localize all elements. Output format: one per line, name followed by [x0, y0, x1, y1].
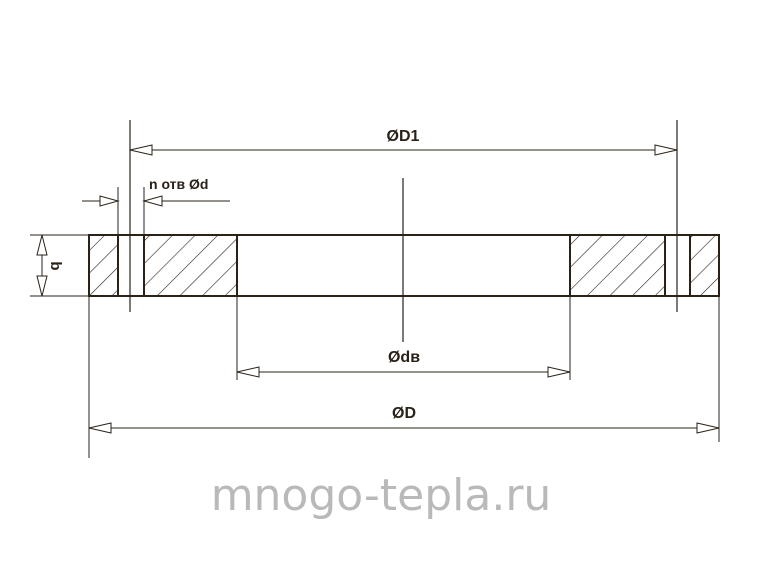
dim-dv-arrow-right	[547, 366, 571, 378]
dim-d1-arrow-right	[654, 144, 678, 156]
dim-d-arrow-right	[696, 422, 720, 434]
center-lines	[129, 120, 678, 342]
label-d1: ØD1	[387, 128, 420, 145]
label-dv: Ødв	[388, 349, 420, 366]
watermark-text: mnogo-tepla.ru	[211, 470, 552, 521]
outer-right-hatched-section	[689, 234, 720, 297]
extension-lines	[30, 187, 720, 458]
dimension-labels: ØD1 n отв Ød b Ødв ØD	[47, 128, 420, 422]
dim-holes-arrow-right	[142, 195, 163, 207]
dimension-lines	[36, 144, 720, 434]
dim-dv-arrow-left	[236, 366, 260, 378]
label-d: ØD	[392, 405, 416, 422]
dim-d-arrow-left	[88, 422, 112, 434]
label-holes: n отв Ød	[149, 176, 208, 192]
dim-thickness-arrow-bottom	[36, 275, 48, 297]
inner-left-hatched-section	[143, 234, 238, 297]
bolt-hole-left	[117, 234, 145, 297]
dim-d1-arrow-left	[129, 144, 153, 156]
flange-section	[88, 234, 720, 297]
dim-holes-arrow-left	[99, 195, 120, 207]
outer-left-hatched-section	[88, 234, 119, 297]
label-thickness: b	[47, 261, 64, 270]
dim-thickness-arrow-top	[36, 234, 48, 256]
inner-right-hatched-section	[569, 234, 666, 297]
